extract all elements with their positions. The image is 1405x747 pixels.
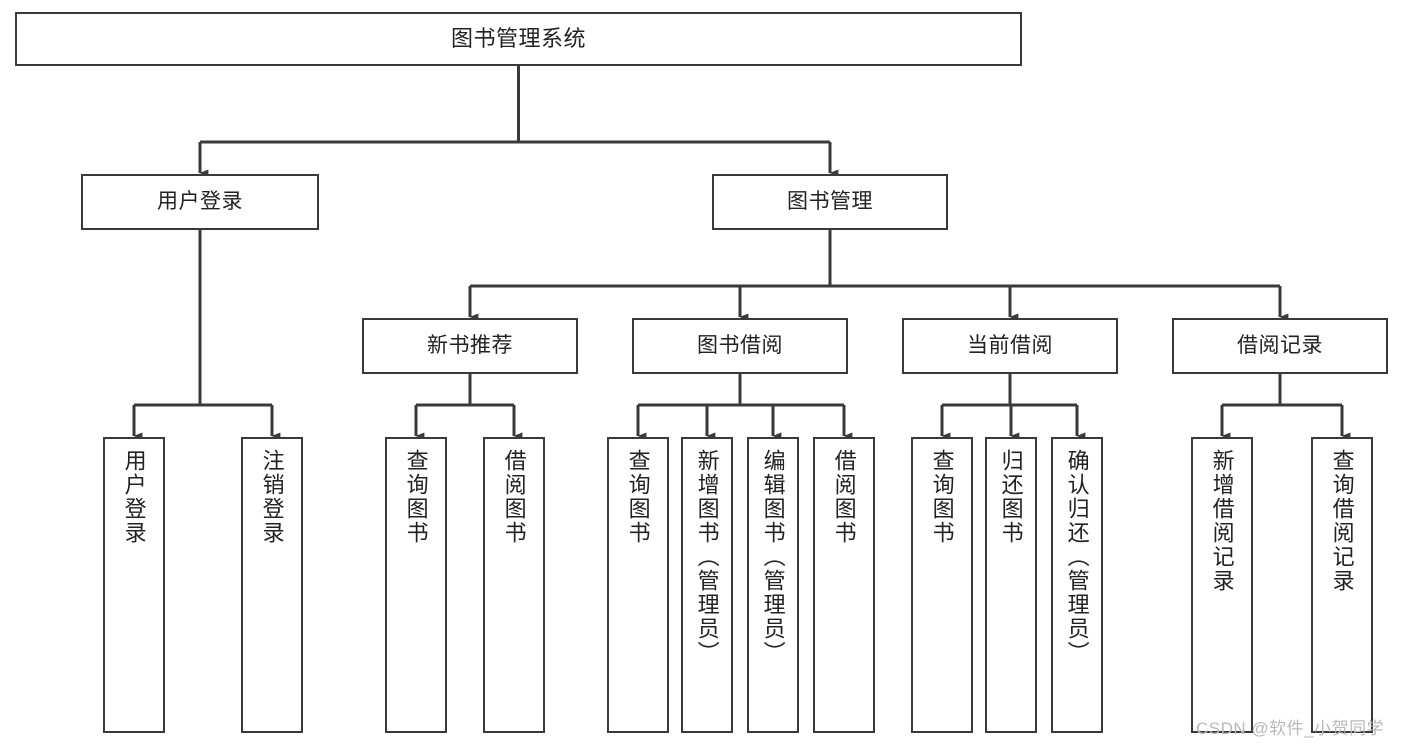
node-l2a[interactable]: 新书推荐	[362, 318, 578, 374]
node-leaf12[interactable]: 新增借阅记录	[1191, 437, 1253, 733]
node-label: 注销登录	[259, 449, 285, 545]
node-label: 当前借阅	[967, 333, 1053, 357]
node-label: 用户登录	[157, 189, 243, 213]
node-leaf5[interactable]: 查询图书	[607, 437, 669, 733]
node-label: 查询图书	[625, 449, 651, 545]
node-leaf9[interactable]: 查询图书	[911, 437, 973, 733]
node-label: 确认归还（管理员）	[1064, 449, 1090, 665]
node-leaf7[interactable]: 编辑图书（管理员）	[747, 437, 799, 733]
node-l1a[interactable]: 用户登录	[81, 174, 319, 230]
node-label: 用户登录	[121, 449, 147, 545]
node-leaf11[interactable]: 确认归还（管理员）	[1051, 437, 1103, 733]
node-label: 新增图书（管理员）	[694, 449, 720, 665]
node-l2c[interactable]: 当前借阅	[902, 318, 1118, 374]
node-label: 新书推荐	[427, 333, 513, 357]
node-label: 借阅图书	[501, 449, 527, 545]
node-leaf4[interactable]: 借阅图书	[483, 437, 545, 733]
node-label: 图书管理系统	[450, 26, 586, 52]
node-label: 编辑图书（管理员）	[760, 449, 786, 665]
node-leaf6[interactable]: 新增图书（管理员）	[681, 437, 733, 733]
node-label: 查询借阅记录	[1329, 449, 1355, 593]
node-l2b[interactable]: 图书借阅	[632, 318, 848, 374]
node-leaf1[interactable]: 用户登录	[103, 437, 165, 733]
node-label: 借阅记录	[1237, 333, 1323, 357]
node-l1b[interactable]: 图书管理	[712, 174, 948, 230]
node-label: 新增借阅记录	[1209, 449, 1235, 593]
node-label: 图书管理	[787, 189, 873, 213]
watermark: CSDN @软件_小贺同学	[1196, 719, 1385, 738]
node-leaf3[interactable]: 查询图书	[385, 437, 447, 733]
node-label: 借阅图书	[831, 449, 857, 545]
node-leaf10[interactable]: 归还图书	[985, 437, 1037, 733]
node-label: 图书借阅	[697, 333, 783, 357]
node-label: 查询图书	[403, 449, 429, 545]
node-leaf8[interactable]: 借阅图书	[813, 437, 875, 733]
node-label: 归还图书	[998, 449, 1024, 545]
node-l2d[interactable]: 借阅记录	[1172, 318, 1388, 374]
node-leaf13[interactable]: 查询借阅记录	[1311, 437, 1373, 733]
node-root[interactable]: 图书管理系统	[15, 12, 1022, 66]
node-label: 查询图书	[929, 449, 955, 545]
node-leaf2[interactable]: 注销登录	[241, 437, 303, 733]
